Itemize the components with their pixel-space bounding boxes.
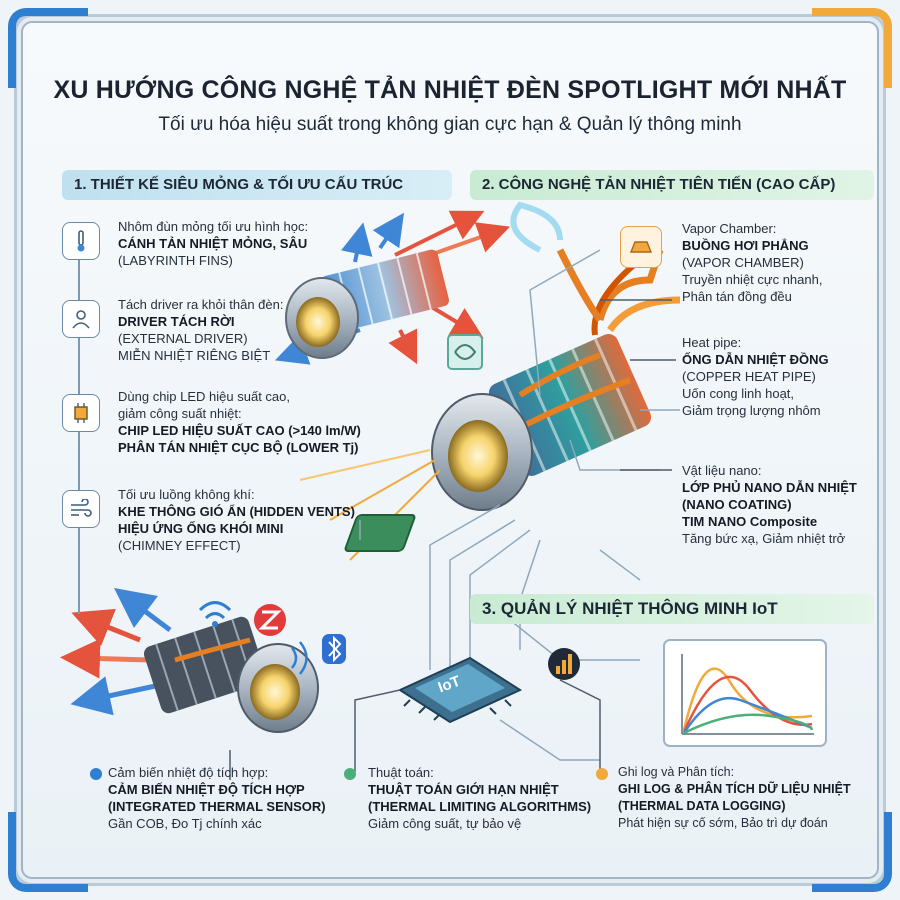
frame-corner-top-left: [8, 8, 88, 88]
s3-item-2-text: Thuật toán: THUẬT TOÁN GIỚI HẠN NHIỆT (T…: [368, 765, 592, 831]
section-2-heading: 2. CÔNG NGHỆ TẢN NHIỆT TIÊN TIẾN (CAO CẤ…: [470, 170, 874, 200]
nano-chip-illustration: [344, 514, 416, 552]
spotlight-slim-illustration: [274, 210, 511, 365]
spotlight-iot-illustration: [60, 588, 319, 733]
wifi-icon: [198, 601, 232, 620]
s1-item-4-text: Tối ưu luồng không khí: KHE THÔNG GIÓ ẨN…: [118, 487, 355, 553]
frame-corner-bottom-right: [812, 812, 892, 892]
person-icon: [62, 300, 100, 338]
bar-chart-icon: [548, 648, 580, 680]
bluetooth-icon: [322, 634, 346, 664]
frame-corner-bottom-left: [8, 812, 88, 892]
s1-item-3-text: Dùng chip LED hiệu suất cao, giảm công s…: [118, 389, 361, 455]
s3-item-2-bullet: [344, 768, 356, 780]
frame-corner-top-right: [812, 8, 892, 88]
iot-chip-illustration: [397, 656, 523, 724]
s2-item-2-text: Heat pipe: ỐNG DẪN NHIỆT ĐỒNG (COPPER HE…: [682, 335, 829, 418]
thermal-log-chart: [663, 639, 827, 747]
s1-item-2-text: Tách driver ra khỏi thân đèn: DRIVER TÁC…: [118, 297, 284, 363]
s2-item-1-text: Vapor Chamber: BUỒNG HƠI PHẲNG (VAPOR CH…: [682, 221, 823, 304]
airflow-icon: [62, 490, 100, 528]
zigbee-icon: [254, 604, 286, 636]
s3-item-1-bullet: [90, 768, 102, 780]
s2-item-3-text: Vật liệu nano: LỚP PHỦ NANO DẪN NHIỆT (N…: [682, 463, 857, 546]
chip-icon: [62, 394, 100, 432]
thermometer-icon: [62, 222, 100, 260]
section-1-heading: 1. THIẾT KẾ SIÊU MỎNG & TỐI ƯU CẤU TRÚC: [62, 170, 452, 200]
s3-item-3-text: Ghi log và Phân tích: GHI LOG & PHÂN TÍC…: [618, 765, 851, 830]
s1-item-1-text: Nhôm đùn mỏng tối ưu hình học: CÁNH TẢN …: [118, 219, 309, 268]
page-subtitle: Tối ưu hóa hiệu suất trong không gian cự…: [158, 114, 742, 135]
page-title: XU HƯỚNG CÔNG NGHỆ TẢN NHIỆT ĐÈN SPOTLIG…: [53, 76, 847, 104]
s3-item-1-text: Cảm biến nhiệt độ tích hợp: CẢM BIẾN NHI…: [108, 765, 326, 831]
section-3-heading: 3. QUẢN LÝ NHIỆT THÔNG MINH IoT: [470, 594, 874, 624]
s3-item-3-bullet: [596, 768, 608, 780]
vapor-chamber-icon: [620, 226, 662, 268]
spotlight-advanced-illustration: [431, 201, 681, 511]
